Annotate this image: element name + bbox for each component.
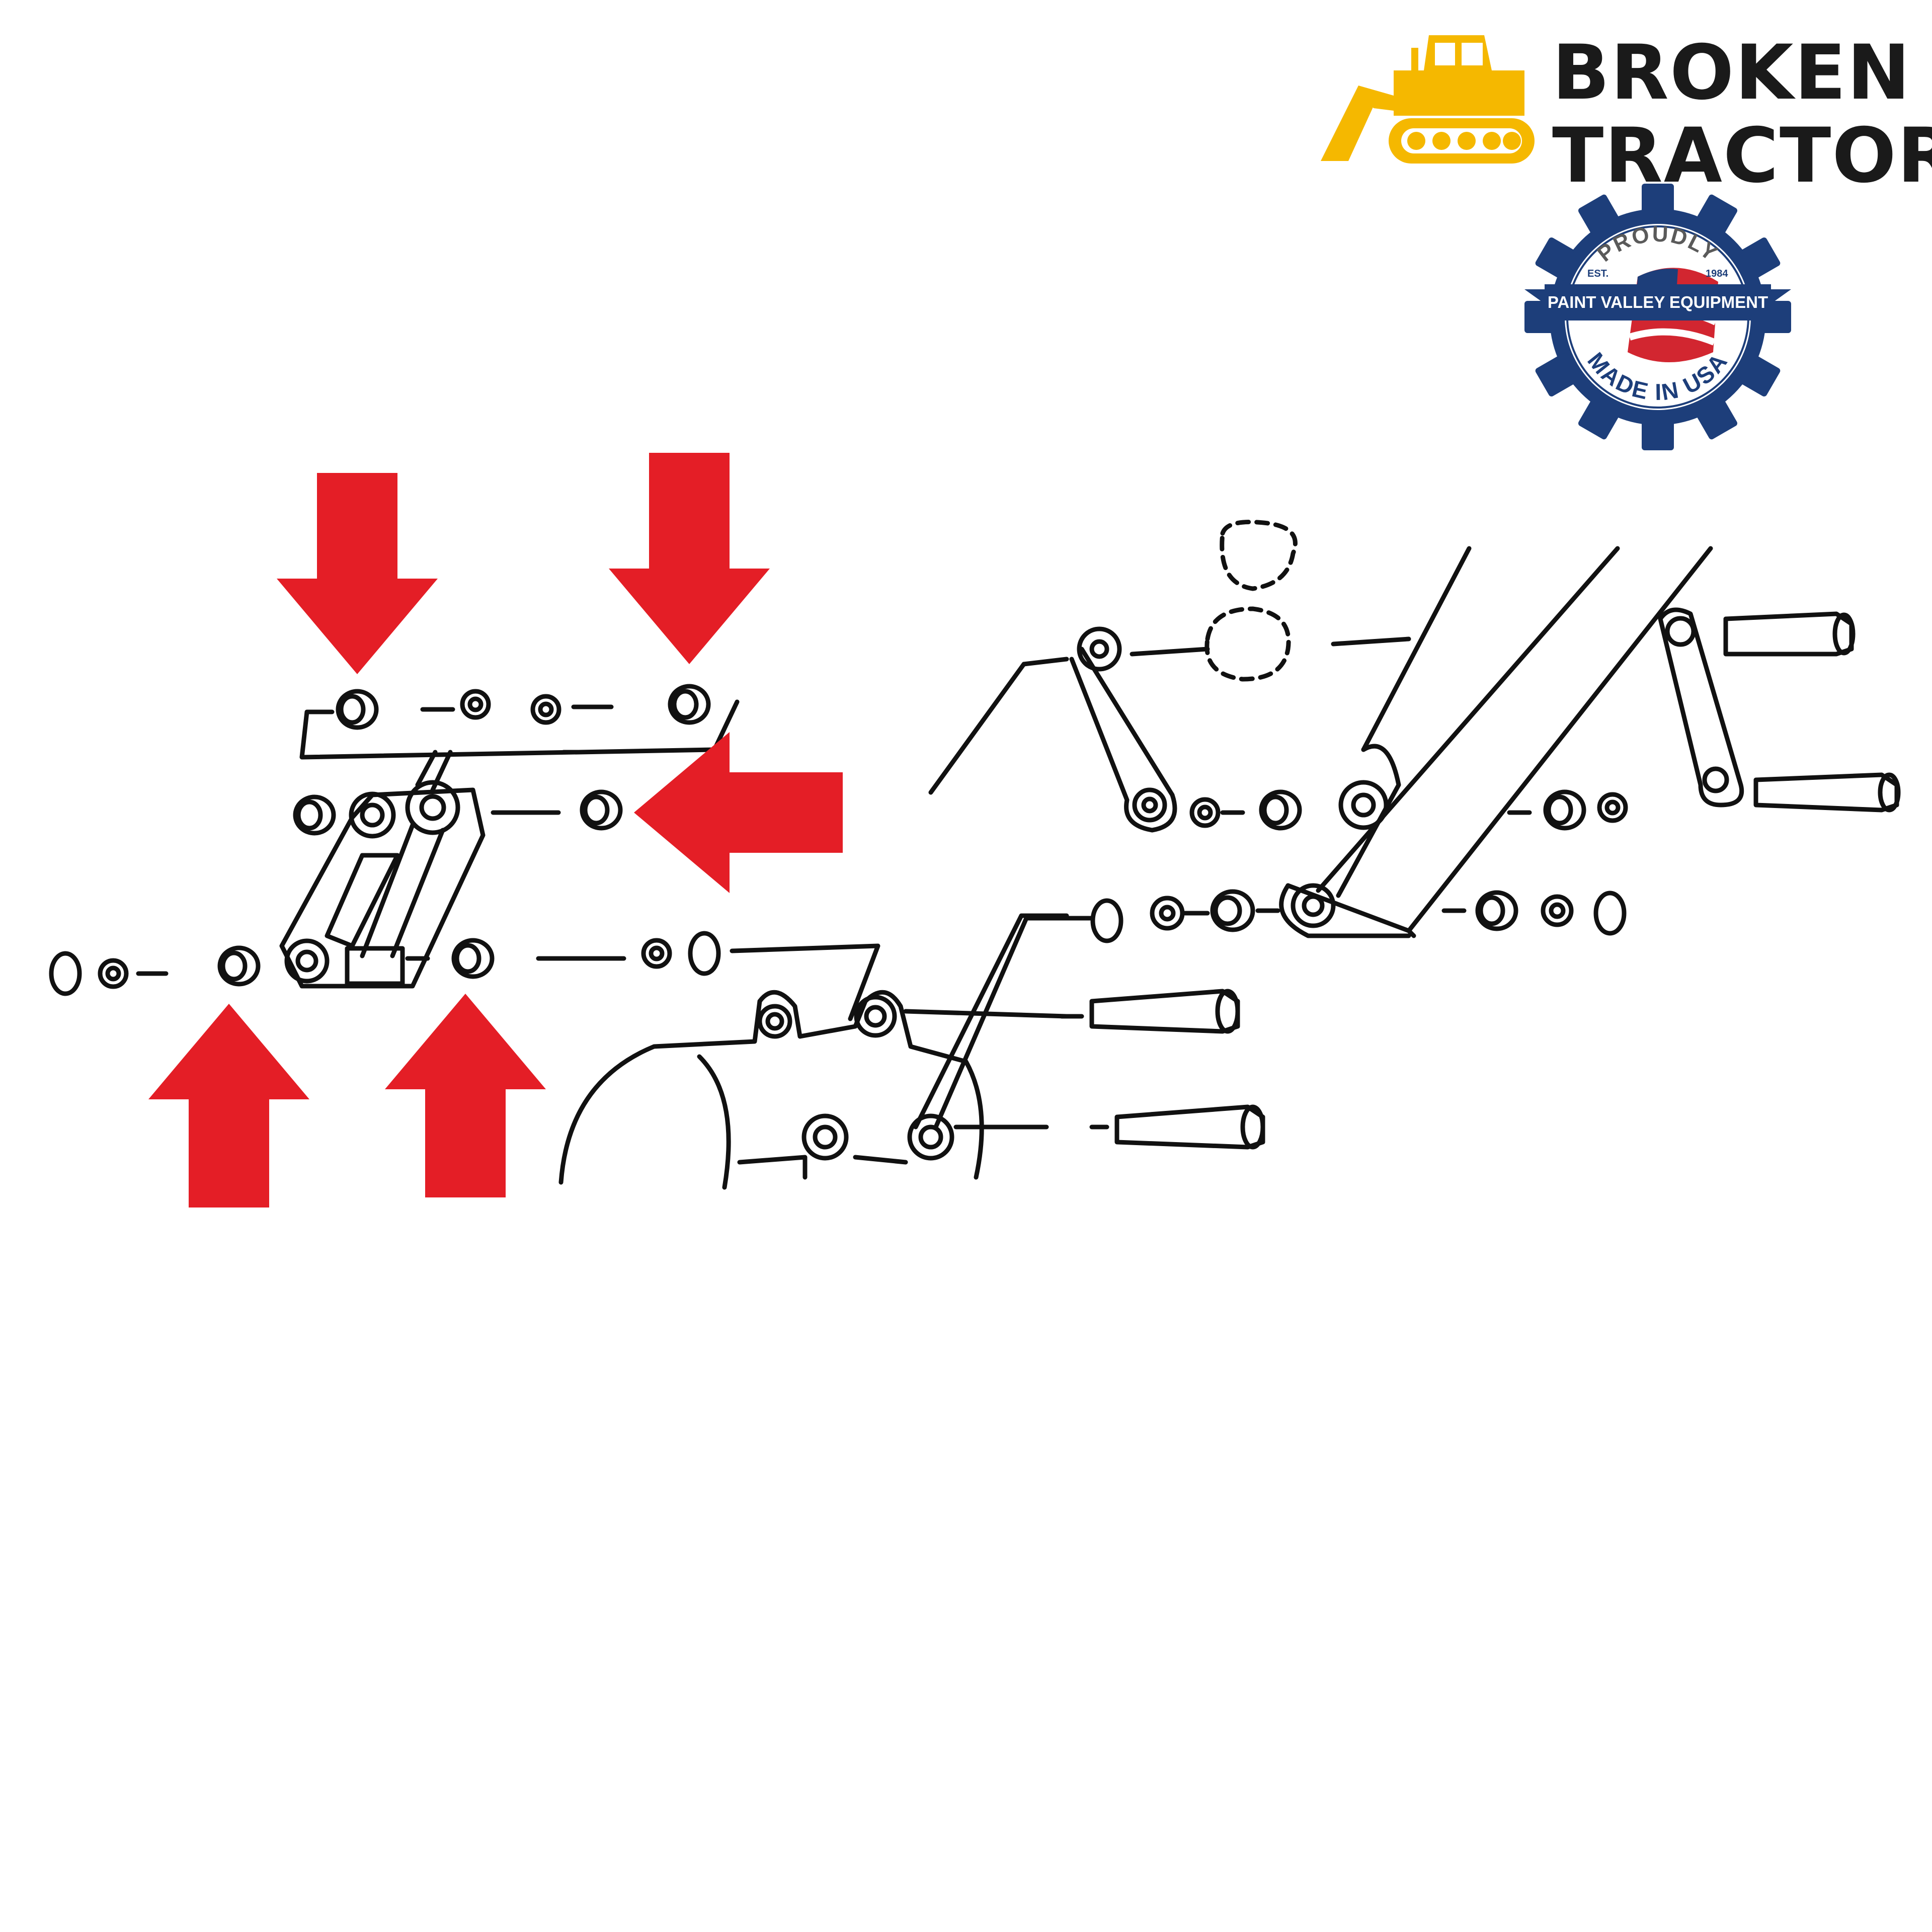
broken-tractor-logo: BROKEN TRACTOR	[1318, 20, 1932, 194]
callout-arrow-top-right	[609, 453, 770, 664]
washer-bottom-right	[641, 938, 672, 969]
washer-top-1	[460, 689, 491, 720]
callout-arrow-bottom-middle	[385, 994, 546, 1197]
bulldozer-icon	[1321, 35, 1535, 164]
bushing-bottom-middle	[451, 938, 495, 979]
bushing-bottom-left	[217, 945, 261, 987]
right-boom-assembly	[928, 520, 1901, 1130]
bushing-middle-left	[293, 794, 336, 836]
o-ring-bottom-right	[688, 931, 721, 976]
left-linkage-assembly	[49, 684, 880, 1021]
badge-ribbon-text: PAINT VALLEY EQUIPMENT	[1548, 293, 1768, 311]
pin-lower-1	[1059, 989, 1240, 1034]
callout-arrow-bottom-left	[148, 1004, 309, 1208]
o-ring-bottom-left	[49, 951, 82, 996]
callout-arrow-middle-right	[634, 732, 843, 893]
made-in-usa-badge: PAINT VALLEY EQUIPMENT PROUDLY EST. 1984…	[1524, 184, 1791, 450]
callout-arrow-top-left	[277, 473, 438, 674]
bushing-top-left	[336, 689, 379, 730]
brand-line-2: TRACTOR	[1552, 112, 1932, 200]
pin-lower-2	[1089, 1104, 1265, 1150]
link-bar	[279, 780, 486, 989]
bushing-top-right	[668, 684, 711, 725]
brand-line-1: BROKEN	[1552, 29, 1911, 117]
washer-top-2	[530, 694, 561, 725]
badge-est-text: EST.	[1587, 268, 1608, 279]
badge-year-text: 1984	[1706, 268, 1728, 279]
bushing-middle-right	[580, 789, 623, 831]
washer-bottom-left	[98, 958, 129, 989]
brand-wordmark: BROKEN TRACTOR	[1552, 35, 1932, 201]
badge-ribbon: PAINT VALLEY EQUIPMENT	[1524, 284, 1791, 320]
